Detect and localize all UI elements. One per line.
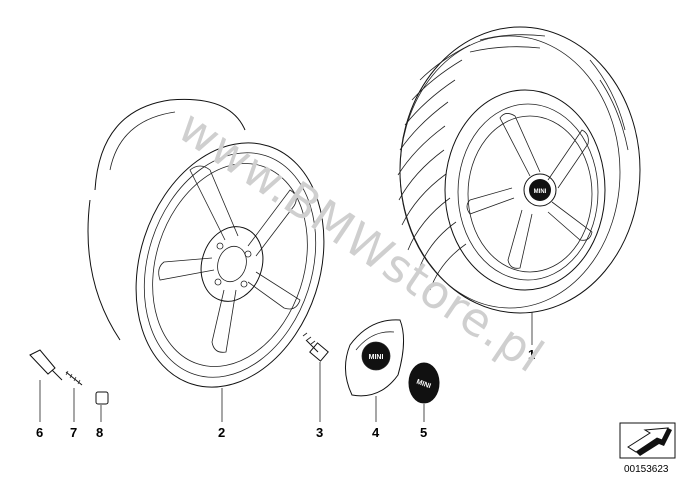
leader-lines	[39, 312, 533, 422]
hub-cap: MINI	[345, 319, 404, 397]
part-label-7: 7	[70, 425, 77, 440]
part-label-3: 3	[316, 425, 323, 440]
part-label-5: 5	[420, 425, 427, 440]
watermark-text: www.BMWstore.pl	[169, 99, 554, 383]
part-label-2: 2	[218, 425, 225, 440]
part-label-6: 6	[36, 425, 43, 440]
emblem-logo: MINI	[415, 379, 431, 391]
reference-box: 00153623	[619, 422, 676, 475]
wheel-emblem: MINI	[408, 362, 440, 404]
part-label-4: 4	[372, 425, 380, 440]
hub-cap-logo: MINI	[369, 354, 384, 361]
part-labels: 6 7 8 2 3 4 5 1	[36, 347, 535, 440]
part-label-1: 1	[528, 347, 535, 362]
valve-parts	[29, 349, 109, 405]
part-label-8: 8	[96, 425, 103, 440]
alloy-rim	[87, 98, 325, 388]
wheel-bolt	[302, 332, 329, 362]
complete-wheel-tire: MINI	[397, 26, 641, 314]
tire-hub-logo: MINI	[534, 189, 547, 195]
reference-number: 00153623	[624, 464, 669, 475]
